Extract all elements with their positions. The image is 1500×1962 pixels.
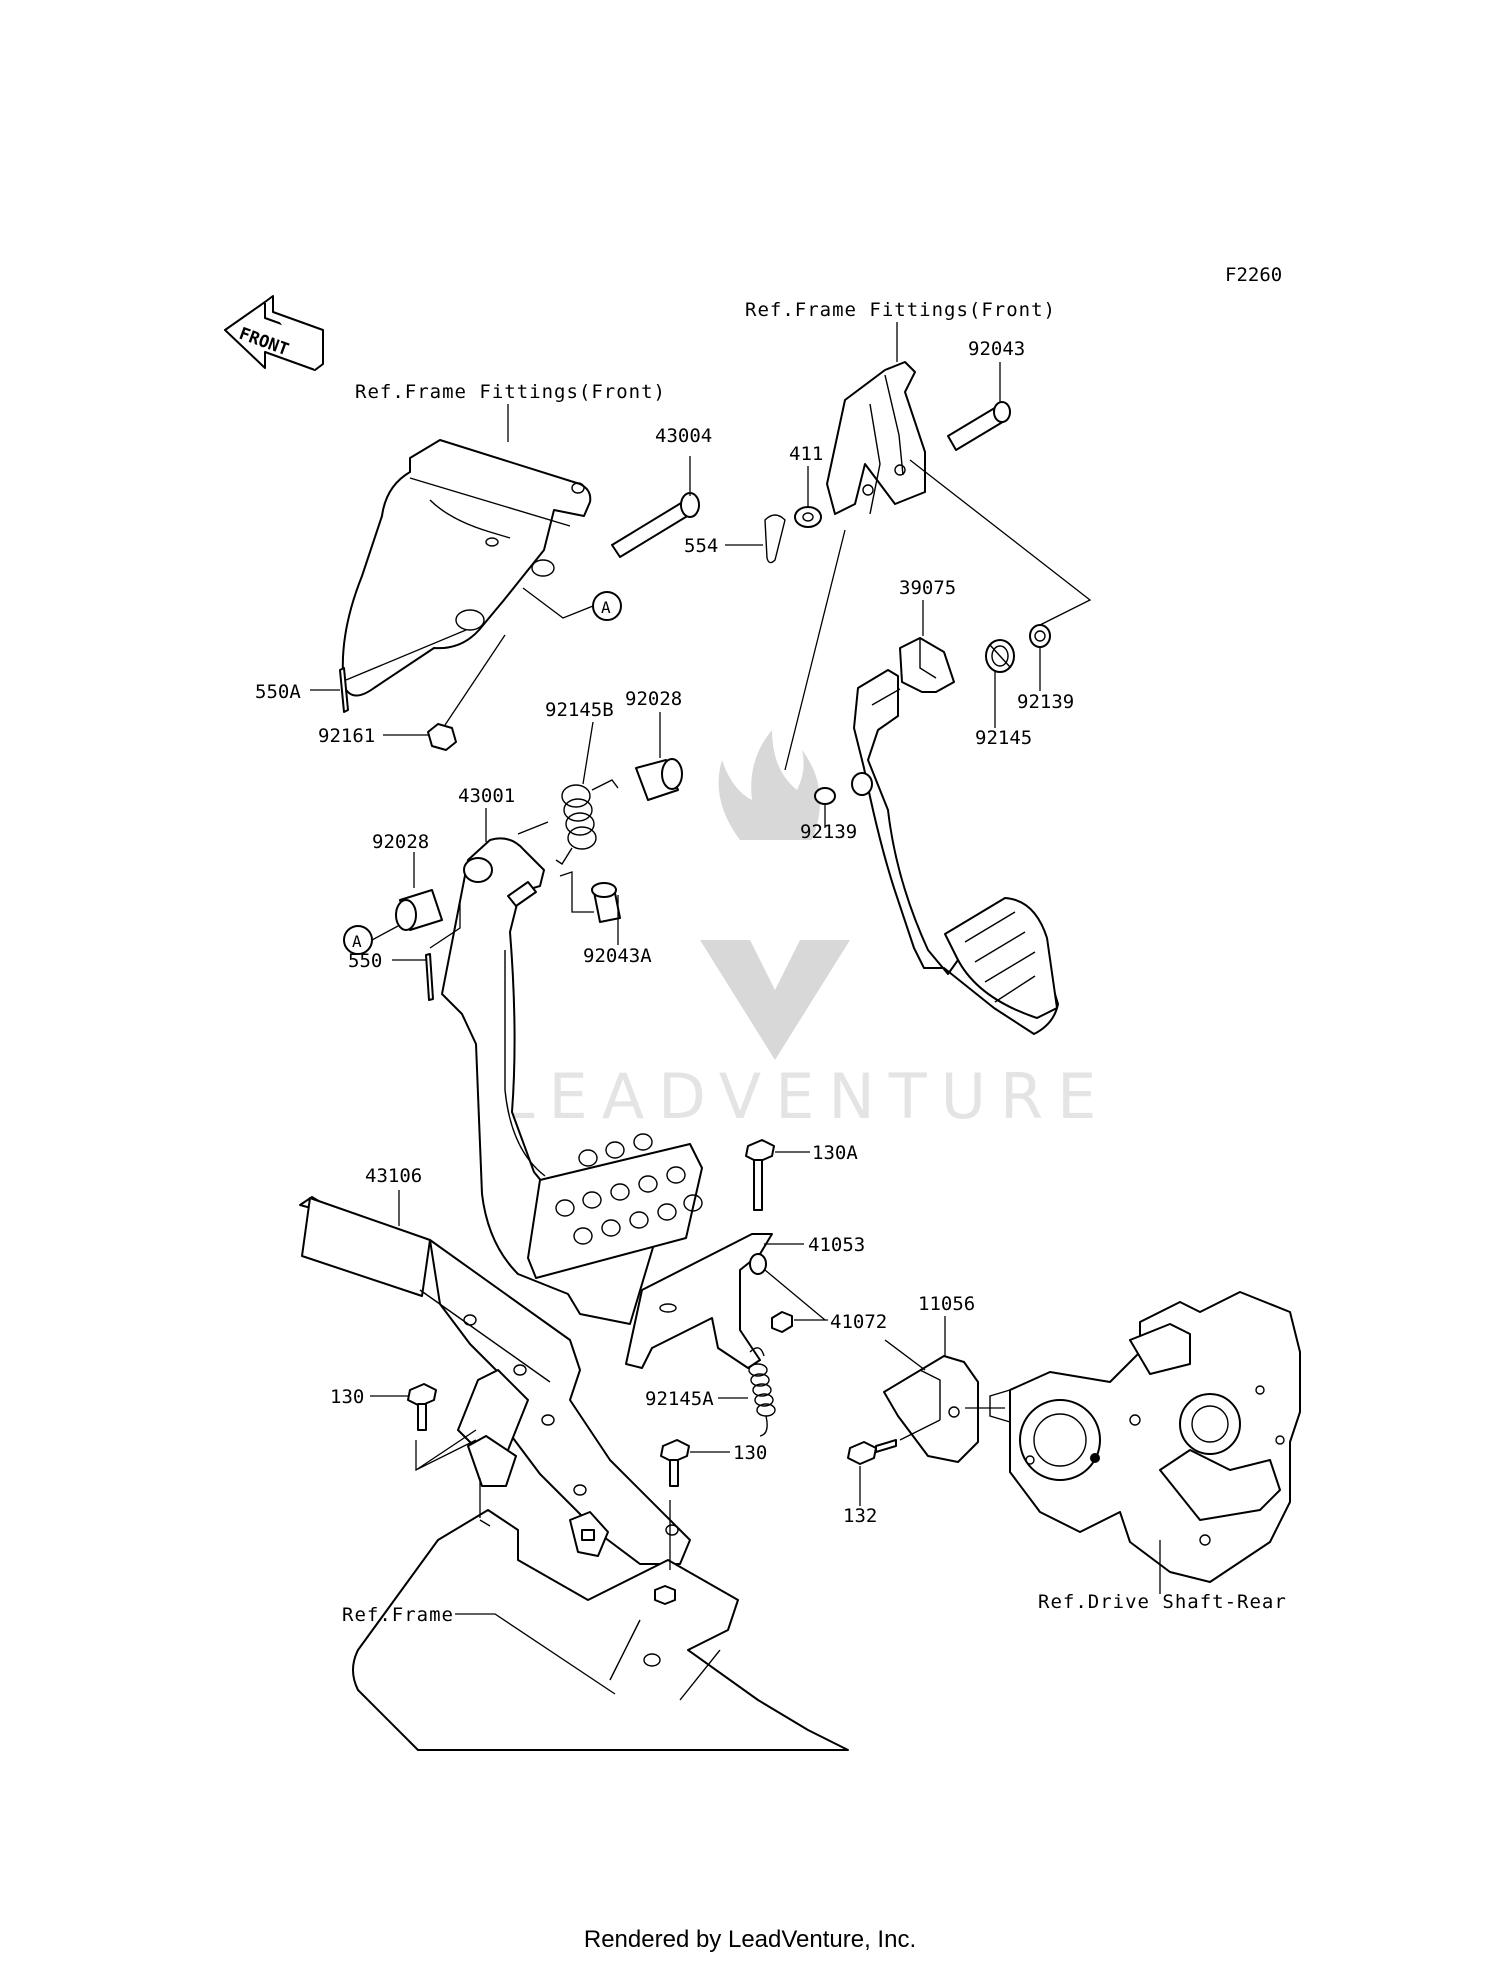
leader-bracket-left	[784, 529, 846, 771]
label-92145a: 92145A	[645, 1388, 714, 1410]
label-550a: 550A	[255, 681, 301, 703]
drive-shaft-rear-housing	[965, 1291, 1301, 1594]
label-130a: 130A	[812, 1142, 858, 1164]
part-92139-collar-right	[1029, 624, 1051, 691]
part-92161-grommet	[383, 634, 506, 751]
part-550-cotter-pin	[392, 900, 461, 1001]
label-132: 132	[843, 1505, 877, 1527]
part-130-bolt-left	[370, 1383, 477, 1472]
part-92043-pivot-pin	[947, 362, 1011, 451]
label-550: 550	[348, 950, 382, 972]
part-41053-bracket	[625, 1233, 804, 1369]
part-411-washer	[794, 466, 822, 528]
part-41072-nut	[764, 1269, 828, 1333]
part-92139-collar-left	[814, 772, 873, 828]
part-43004-pivot-shaft	[611, 456, 700, 558]
ref-frame: Ref.Frame	[342, 1604, 454, 1626]
ref-frame-fittings-left-group: Ref.Frame Fittings(Front)	[355, 381, 666, 442]
label-130-left: 130	[330, 1386, 364, 1408]
part-130a-bolt	[745, 1139, 810, 1211]
ref-frame-fittings-right: Ref.Frame Fittings(Front)	[745, 299, 1056, 321]
label-43106: 43106	[365, 1165, 422, 1187]
leadventure-watermark-logo	[700, 730, 850, 1060]
part-92145b-spring	[517, 721, 619, 865]
label-92028-top: 92028	[625, 688, 682, 710]
svg-text:A: A	[352, 932, 362, 951]
diagram-code: F2260	[1225, 264, 1282, 286]
label-11056: 11056	[918, 1293, 975, 1315]
leader-bracket-right	[909, 459, 1092, 626]
part-550a-cotter-pin	[310, 629, 467, 713]
part-43106-parking-brake-lever	[299, 1190, 691, 1565]
label-130-right: 130	[733, 1442, 767, 1464]
ref-frame-fittings-right-group: Ref.Frame Fittings(Front)	[745, 299, 1056, 362]
part-130-bolt-right	[660, 1439, 730, 1487]
part-92145-spring	[985, 639, 1015, 728]
watermark-text: LEADVENTURE	[500, 1060, 1110, 1133]
label-92139-left: 92139	[800, 821, 857, 843]
label-92139-right: 92139	[1017, 691, 1074, 713]
label-41072: 41072	[830, 1311, 887, 1333]
part-39075-pedal-stop	[899, 600, 955, 693]
frame-section	[352, 1478, 849, 1751]
callout-a-left: A	[343, 925, 399, 955]
label-554: 554	[684, 535, 718, 557]
ref-frame-fittings-left: Ref.Frame Fittings(Front)	[355, 381, 666, 403]
label-92145: 92145	[975, 727, 1032, 749]
left-pedal-bracket	[341, 439, 592, 697]
front-arrow-icon: FRONT	[224, 295, 324, 371]
label-92043: 92043	[968, 338, 1025, 360]
label-92028-left: 92028	[372, 831, 429, 853]
footer-credit: Rendered by LeadVenture, Inc.	[583, 1926, 917, 1953]
label-92145b: 92145B	[545, 699, 614, 721]
svg-text:A: A	[601, 598, 611, 617]
part-92043a-pin	[559, 871, 621, 945]
part-92028-left-bushing	[395, 852, 443, 931]
part-132-bolt	[847, 1419, 941, 1506]
part-92028-top-bushing	[635, 712, 683, 801]
part-11056-bracket	[883, 1316, 979, 1463]
right-pedal-bracket	[826, 361, 926, 515]
label-41053: 41053	[808, 1234, 865, 1256]
callout-a-top: A	[522, 587, 622, 621]
part-554-clip	[725, 514, 786, 564]
ref-drive-shaft-rear: Ref.Drive Shaft-Rear	[1038, 1591, 1287, 1613]
accelerator-pedal	[853, 669, 1059, 1035]
label-411: 411	[789, 443, 823, 465]
label-92161: 92161	[318, 725, 375, 747]
label-92043a: 92043A	[583, 945, 652, 967]
label-39075: 39075	[899, 577, 956, 599]
label-43004: 43004	[655, 425, 712, 447]
label-43001: 43001	[458, 785, 515, 807]
part-43001-brake-pedal	[441, 808, 703, 1325]
part-92145a-spring	[718, 1347, 776, 1437]
